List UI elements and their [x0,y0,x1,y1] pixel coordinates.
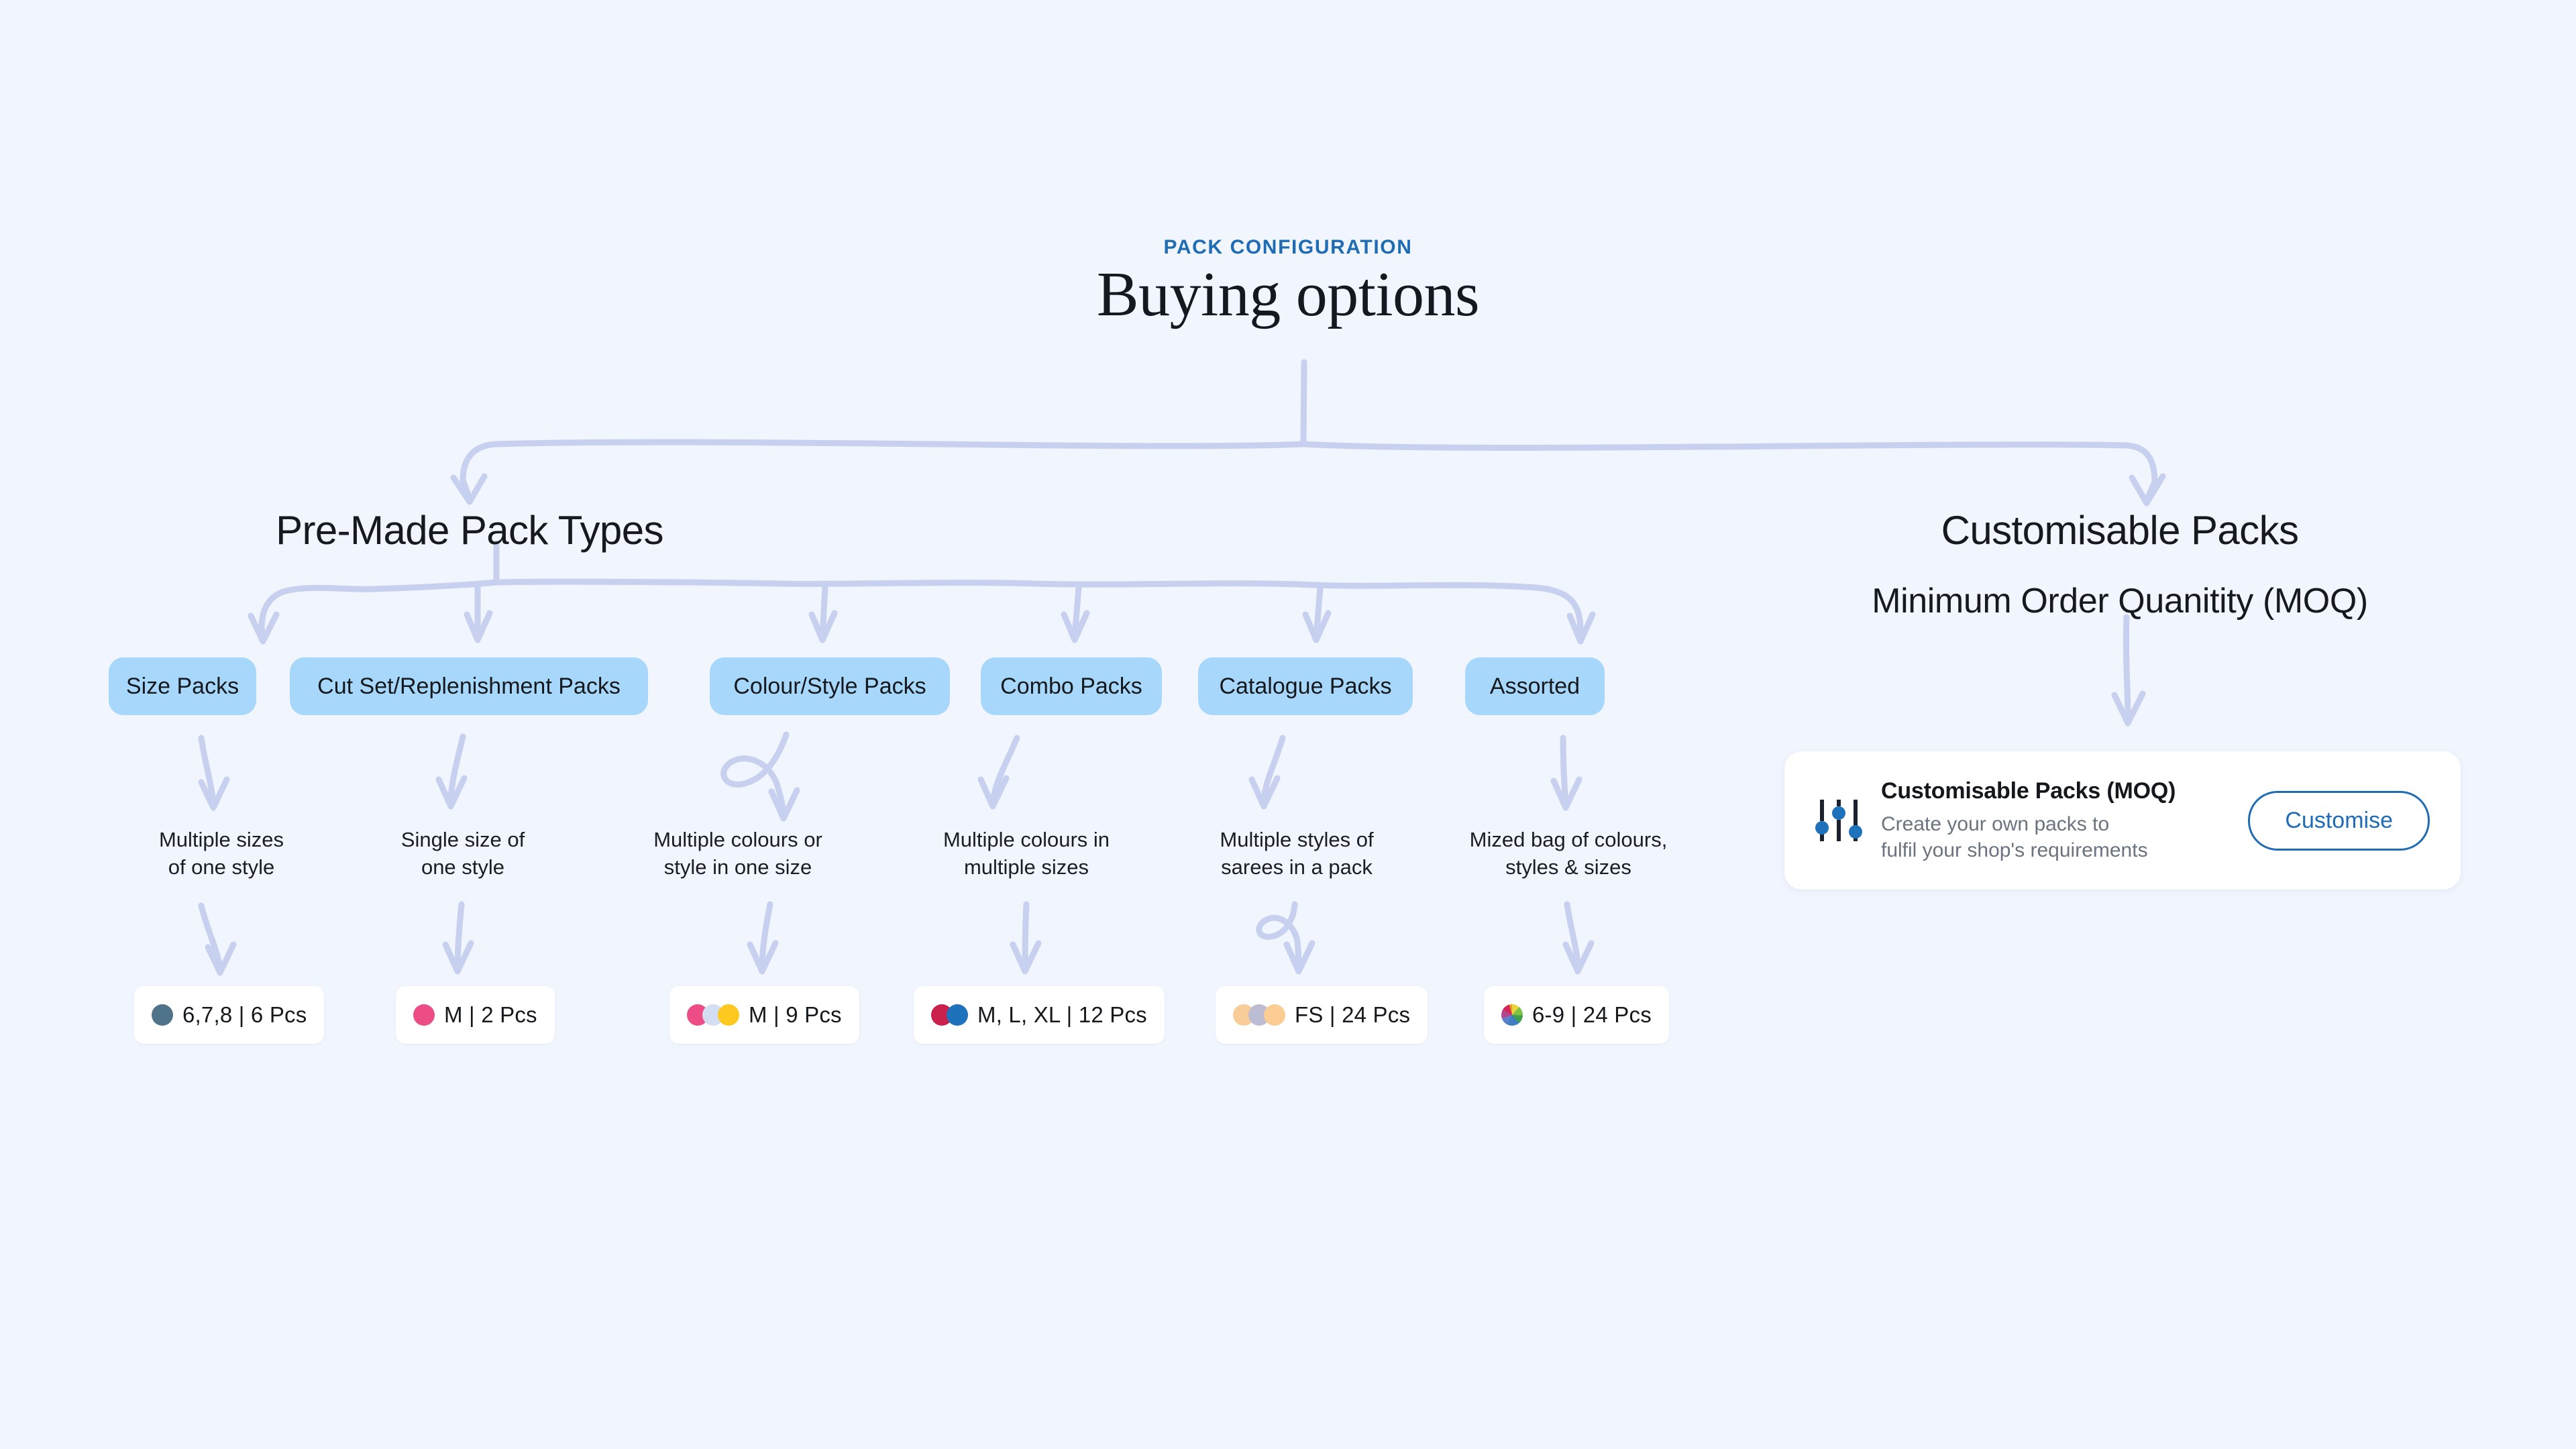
pill-colour-style-packs[interactable]: Colour/Style Packs [710,657,950,715]
colour-dots [1501,1004,1523,1026]
moq-card-title: Customisable Packs (MOQ) [1881,777,2176,804]
customise-button[interactable]: Customise [2248,790,2430,851]
description-assorted: Mized bag of colours,styles & sizes [1469,828,1668,879]
chip-label: M, L, XL | 12 Pcs [977,1002,1147,1027]
colour-dot [1264,1004,1285,1026]
pill-label: Colour/Style Packs [733,673,926,699]
colour-dots [413,1004,435,1026]
colour-dot [413,1004,435,1026]
chip-label: M | 9 Pcs [749,1002,842,1027]
moq-card-text: Customisable Packs (MOQ) Create your own… [1881,778,2231,863]
chip-label: 6,7,8 | 6 Pcs [182,1002,307,1027]
pill-label: Cut Set/Replenishment Packs [317,673,621,699]
pill-assorted[interactable]: Assorted [1465,657,1605,715]
pill-label: Combo Packs [1000,673,1142,699]
heading-customisable-packs: Customisable Packs [1941,508,2299,553]
sliders-icon [1815,800,1862,841]
chip-cut-set-result[interactable]: M | 2 Pcs [396,986,555,1044]
chip-catalogue-result[interactable]: FS | 24 Pcs [1216,986,1428,1044]
page-title: Buying options [1096,260,1480,329]
heading-pre-made-pack-types: Pre-Made Pack Types [276,508,663,553]
heading-minimum-order-quantity: Minimum Order Quanitity (MOQ) [1872,582,2368,621]
pill-catalogue-packs[interactable]: Catalogue Packs [1198,657,1413,715]
colour-wheel-dot [1501,1004,1523,1026]
pill-label: Size Packs [125,673,239,699]
chip-label: FS | 24 Pcs [1295,1002,1411,1027]
chip-label: 6-9 | 24 Pcs [1532,1002,1652,1027]
pill-size-packs[interactable]: Size Packs [109,657,256,715]
pill-label: Catalogue Packs [1219,673,1392,699]
customisable-packs-card[interactable]: Customisable Packs (MOQ) Create your own… [1784,751,2461,890]
chip-label: M | 2 Pcs [444,1002,537,1027]
colour-dot [152,1004,173,1026]
chip-assorted-result[interactable]: 6-9 | 24 Pcs [1484,986,1669,1044]
chip-combo-result[interactable]: M, L, XL | 12 Pcs [914,986,1165,1044]
colour-dots [687,1004,739,1026]
colour-dots [152,1004,173,1026]
pill-cut-set-replenishment-packs[interactable]: Cut Set/Replenishment Packs [290,657,648,715]
colour-dots [931,1004,968,1026]
pill-combo-packs[interactable]: Combo Packs [981,657,1162,715]
pill-label: Assorted [1489,673,1580,699]
colour-dot [718,1004,739,1026]
chip-size-packs-result[interactable]: 6,7,8 | 6 Pcs [134,986,325,1044]
colour-dots [1233,1004,1285,1026]
chip-colour-style-result[interactable]: M | 9 Pcs [669,986,859,1044]
colour-dot [947,1004,968,1026]
eyebrow-label: PACK CONFIGURATION [1163,236,1413,258]
